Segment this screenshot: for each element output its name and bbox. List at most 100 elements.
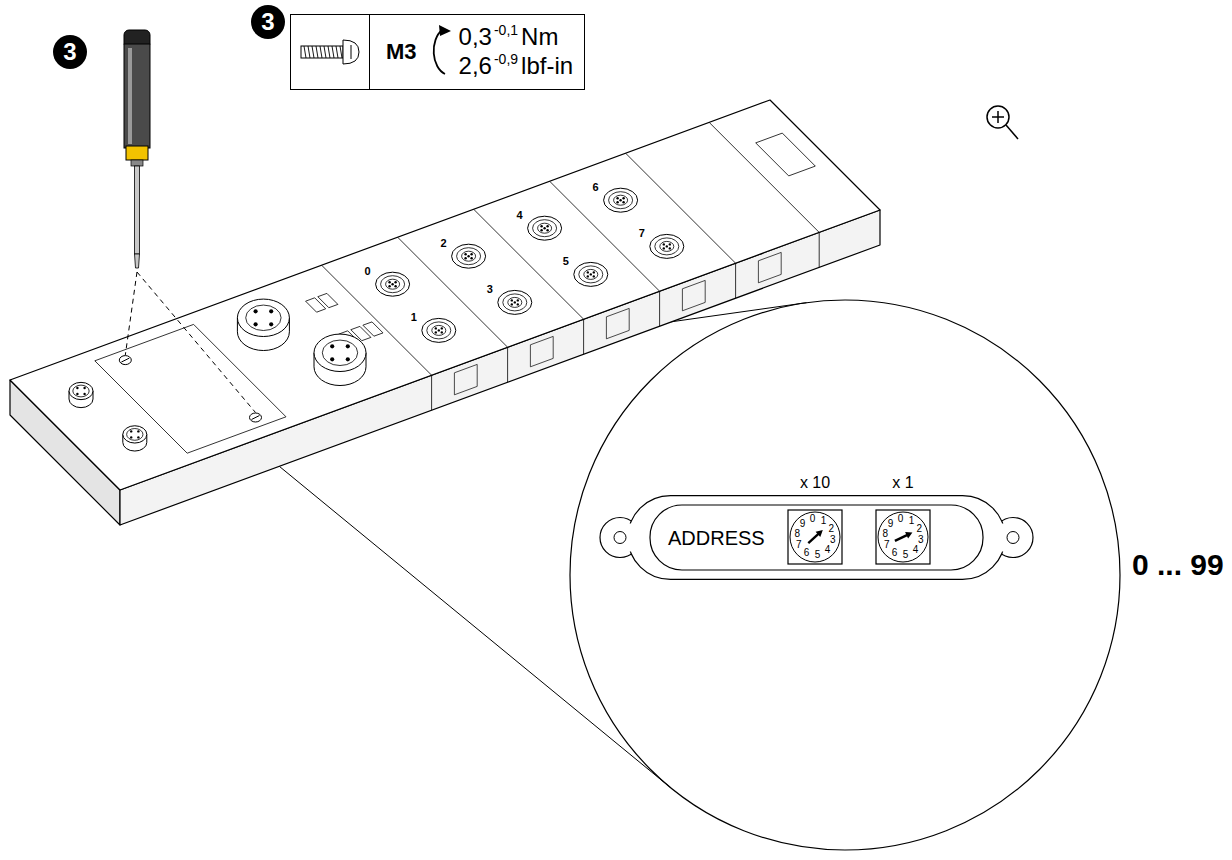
mounting-hole [614,532,626,544]
port-insert [462,251,476,261]
port-pin [622,197,624,199]
connector-pin [330,344,334,348]
port-pin [619,199,621,201]
port-pin [666,245,668,247]
torque-unit: lbf-in [521,52,573,81]
zoom-plus [997,111,999,123]
port-pin [470,257,472,259]
multiplier-label: x 1 [892,473,913,492]
port-number: 1 [411,312,417,323]
dial-digit: 6 [892,548,898,558]
dial-digit: 0 [898,514,904,524]
port-pin [511,303,513,305]
dial-digit: 5 [815,550,821,560]
led-display [318,293,338,307]
connector-face [69,382,93,399]
address-range: 0 ... 99 [1132,550,1224,580]
port-number: 3 [487,284,493,295]
dial-housing [788,510,842,564]
port-pin [435,331,437,333]
handle-collar [126,146,148,160]
port-pin [438,329,440,331]
torque-unit: Nm [521,23,573,52]
dial-pointer-head [905,532,912,538]
screw-icon [291,15,369,89]
port-pin [663,243,665,245]
dial-digit: 5 [903,550,909,560]
module-seam [626,153,736,298]
dial-knob [790,512,840,562]
port-pin [511,299,513,301]
dial-digit: 3 [918,535,924,545]
screw-thread [316,46,318,58]
port-ring [528,216,562,240]
module-seam [550,181,660,326]
port-pin [388,285,390,287]
dial-digit: 9 [800,519,806,529]
port-pin [590,273,592,275]
port-ring [604,188,638,212]
connector-pin [137,430,139,432]
connector-pin [269,322,273,326]
port-ring [376,272,410,296]
port-pin [546,229,548,231]
dial-digit: 1 [821,516,827,526]
port-pin [663,247,665,249]
port-number: 4 [517,210,523,221]
front-notch [454,364,477,394]
port-number: 0 [365,266,371,277]
port-pin [388,281,390,283]
module-seam [474,209,584,354]
connector-pin [76,393,78,395]
port-pin [517,303,519,305]
port-pin [470,253,472,255]
rotation-arrow [425,22,455,82]
dial-pointer [895,535,908,541]
screw-thread [320,46,322,58]
port-insert [432,325,446,335]
dial-digit: 0 [810,514,816,524]
connector-pin [254,322,258,326]
port-pin [593,271,595,273]
connector-pin [269,309,273,313]
screw-thread [308,46,310,58]
dial-digit: 3 [830,535,836,545]
cover-screw [250,413,262,422]
port-pin [540,229,542,231]
screw-shank [301,46,343,58]
port-pin [669,243,671,245]
bus-connector [123,426,147,451]
dial-digit: 6 [804,548,810,558]
screw-head [343,40,359,64]
torque-tolerance: -0,9 [494,51,518,68]
port-pin [540,225,542,227]
port-pin [441,331,443,333]
m8-port [422,318,456,342]
led-display [363,322,383,336]
callout-number: 3 [261,10,274,34]
screw-guide-line [125,272,137,355]
port-number: 6 [593,182,599,193]
connector-pin [130,436,132,438]
m8-port [574,262,608,286]
connector-pin [346,344,350,348]
connector-face [123,426,147,443]
port-thread [655,238,679,255]
end-cap-field [756,133,816,176]
module-seam [709,122,819,267]
connector-pin [346,357,350,361]
zoom-lens [987,106,1009,128]
port-pin [622,201,624,203]
callout-number: 3 [63,40,76,64]
port-pin [616,201,618,203]
plate-label: ADDRESS [668,526,765,550]
dial-digit: 4 [913,545,919,555]
port-thread [579,266,603,283]
dial-knob [878,512,928,562]
dial-digit: 9 [888,519,894,529]
rotary-switch: x 10123456789 [875,509,931,565]
dial-digit: 8 [794,529,800,539]
screw-thread [340,46,342,58]
